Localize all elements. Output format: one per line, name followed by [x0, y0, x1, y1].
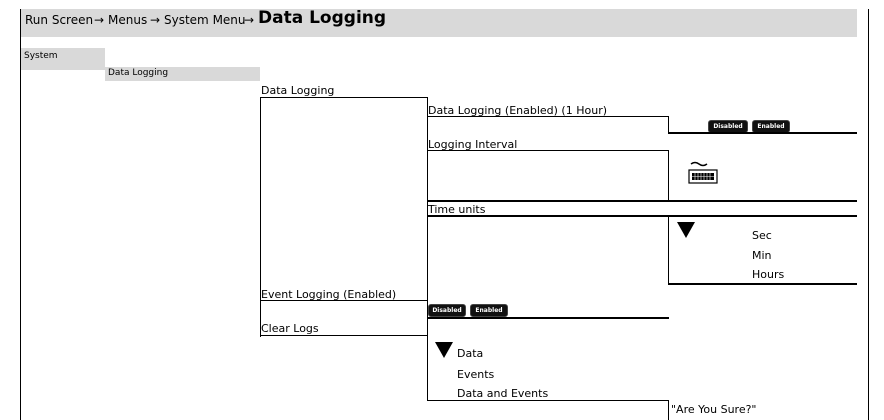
menu-time-units[interactable]: Time units: [428, 203, 486, 216]
connector-line: [427, 317, 669, 319]
connector-line: [668, 116, 669, 133]
connector-line: [260, 97, 261, 337]
toggle-enabled-button[interactable]: Enabled: [470, 304, 508, 317]
tab-data-logging[interactable]: Data Logging: [108, 68, 169, 78]
connector-line: [668, 150, 669, 202]
dropdown-triangle-icon[interactable]: [677, 222, 695, 238]
clear-option[interactable]: Data and Events: [457, 387, 549, 400]
connector-line: [668, 216, 669, 285]
breadcrumb-separator: →: [244, 13, 255, 27]
connector-line: [427, 200, 857, 202]
connector-line: [668, 132, 857, 134]
diagram-frame: [20, 9, 869, 420]
confirm-prompt: "Are You Sure?": [671, 403, 757, 416]
connector-line: [427, 215, 857, 217]
connector-line: [668, 283, 857, 285]
menu-logging-interval[interactable]: Logging Interval: [428, 138, 518, 151]
tab-system[interactable]: System: [24, 51, 58, 61]
tab-system-bg[interactable]: [21, 48, 105, 70]
connector-line: [260, 300, 428, 301]
connector-line: [668, 400, 669, 420]
tab-data-logging-bg[interactable]: [105, 67, 260, 81]
connector-line: [260, 335, 428, 336]
connector-line: [427, 114, 428, 400]
menu-data-logging-enabled[interactable]: Data Logging (Enabled) (1 Hour): [428, 104, 608, 117]
page-title: Data Logging: [258, 8, 387, 28]
connector-line: [427, 116, 669, 117]
connector-line: [427, 400, 669, 401]
breadcrumb-system-menu[interactable]: System Menu: [164, 13, 246, 27]
breadcrumb-separator: →: [150, 13, 161, 27]
connector-line: [427, 97, 428, 114]
dropdown-triangle-icon[interactable]: [435, 342, 453, 358]
menu-clear-logs[interactable]: Clear Logs: [261, 322, 319, 335]
menu-event-logging[interactable]: Event Logging (Enabled): [261, 288, 397, 301]
title-bar: [21, 9, 857, 37]
time-unit-option[interactable]: Sec: [752, 229, 772, 242]
time-unit-option[interactable]: Min: [752, 249, 772, 262]
keyboard-icon[interactable]: [687, 160, 721, 186]
menu-data-logging[interactable]: Data Logging: [261, 84, 335, 97]
toggle-disabled-button[interactable]: Disabled: [428, 304, 466, 317]
connector-line: [427, 150, 669, 151]
breadcrumb-separator: →: [94, 13, 105, 27]
connector-line: [260, 97, 428, 98]
clear-option[interactable]: Events: [457, 368, 495, 381]
time-unit-option[interactable]: Hours: [752, 268, 785, 281]
breadcrumb-run-screen[interactable]: Run Screen: [25, 13, 94, 27]
clear-option[interactable]: Data: [457, 347, 484, 360]
breadcrumb-menus[interactable]: Menus: [108, 13, 148, 27]
